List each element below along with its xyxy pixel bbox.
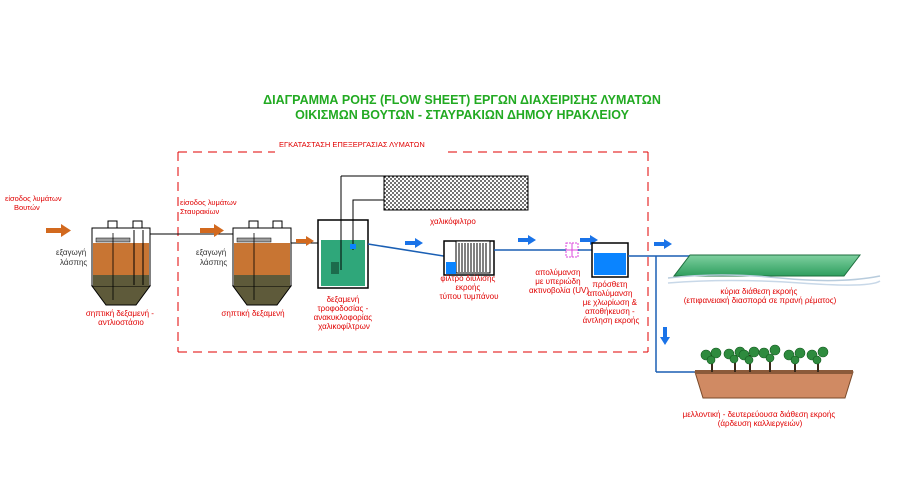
feed-tank-label: δεξαμενή τροφοδοσίας - ανακυκλοφορίας χα… [314,295,375,331]
inlet-stavrakion-arrow [200,224,224,237]
future-disposal-label: μελλοντική - δευτερεύουσα διάθεση εκροής… [683,410,838,428]
flow-arrow-future-disposal [660,327,670,345]
plant-boundary-label: ΕΓΚΑΤΑΣΤΑΣΗ ΕΠΕΞΕΡΓΑΣΙΑΣ ΛΥΜΑΤΩΝ [279,140,425,149]
uv-label: απολύμανση με υπεριώδη ακτινοβολία (UV) [529,268,589,295]
chlorination-label: πρόσθετη απολύμανση με χλωρίωση & αποθήκ… [583,280,640,325]
septic-tank-2 [232,220,292,306]
planter [694,370,854,399]
septic-tank-2-label: σηπτική δεξαμενή [221,309,284,318]
flow-arrow-feed-drum [405,238,423,248]
pipe-feed-drum [367,243,457,259]
inlet-vouton-label: είσοδος λυμάτων Βουτών [5,194,64,212]
uv-unit [565,242,579,258]
plants [700,344,829,372]
title-line-2: ΟΙΚΙΣΜΩΝ ΒΟΥΤΩΝ - ΣΤΑΥΡΑΚΙΩΝ ΔΗΜΟΥ ΗΡΑΚΛ… [295,108,629,122]
inlet-vouton-arrow [46,224,71,237]
septic-tank-1 [91,220,151,306]
sludge-out-1-label: εξαγωγή λάσπης [56,248,89,267]
main-disposal-field [667,254,881,286]
gravel-filter-label: χαλικόφιλτρο [430,217,476,226]
gravel-filter [383,175,529,211]
chlorination-tank [591,242,629,278]
drum-filter-label: φίλτρο διύλισης εκροής τύπου τυμπάνου [440,274,499,301]
flow-arrow-main-disposal [654,239,672,249]
drum-filter [443,240,495,276]
inlet-stavrakion-label: είσοδος λυμάτων Σταυρακίων [180,198,239,216]
flow-arrow-drum-uv [518,235,536,245]
plant-boundary [177,151,649,353]
sludge-out-2-label: εξαγωγή λάσπης [196,248,229,267]
feed-tank [317,176,369,289]
pipe-from-gravel-filter [352,199,384,220]
septic-tank-1-label: σηπτική δεξαμενή - αντλιοστάσιο [86,309,156,327]
main-disposal-label: κύρια διάθεση εκροής (επιφανειακή διασπο… [684,287,837,305]
flow-arrow-tank2-feed [296,236,314,246]
title-line-1: ΔΙΑΓΡΑΜΜΑ ΡΟΗΣ (FLOW SHEET) ΕΡΓΩΝ ΔΙΑΧΕΙ… [263,93,661,107]
